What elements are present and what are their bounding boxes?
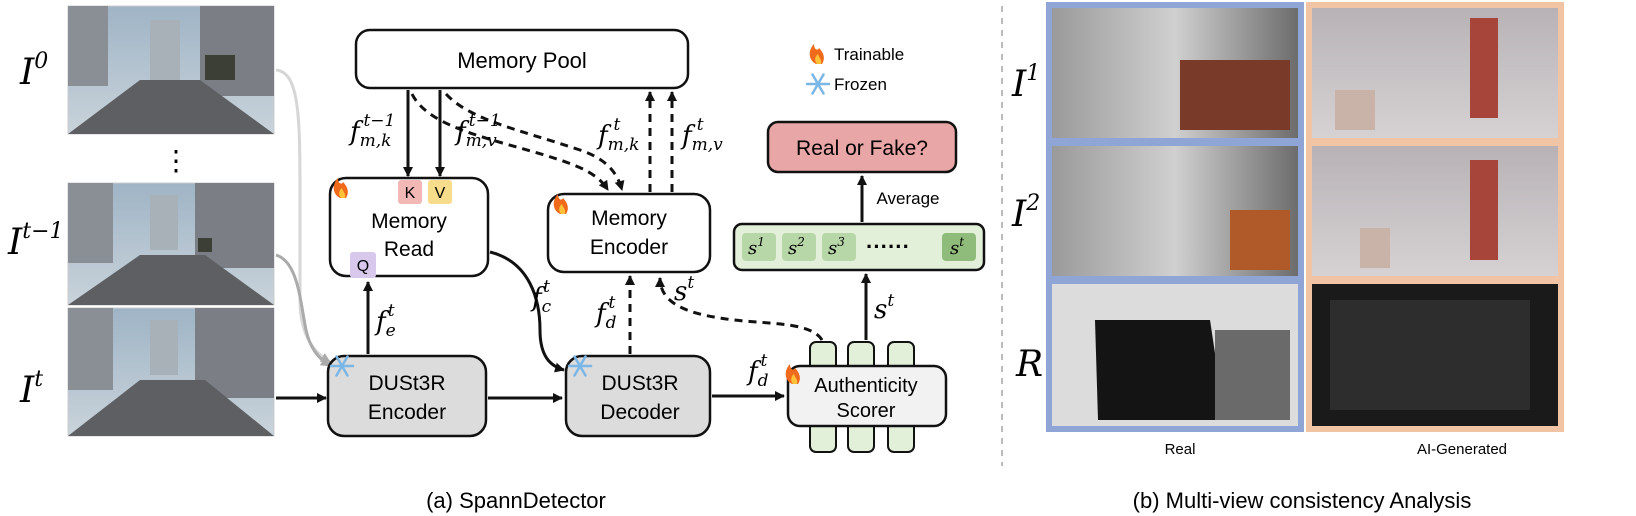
feature-fd-t-right: fdt — [746, 351, 769, 391]
snowflake-icon — [329, 355, 355, 377]
col-label-ai: AI-Generated — [1417, 441, 1507, 458]
memory-encoder-line1: Memory — [591, 207, 667, 230]
row-label-r: R — [1015, 344, 1043, 385]
snowflake-icon — [805, 73, 831, 95]
dust3r-encoder-line2: Encoder — [368, 401, 446, 424]
frame-i0-image — [67, 5, 275, 135]
panel-b-caption: (b) Multi-view consistency Analysis — [1133, 488, 1472, 513]
score-2: s2 — [788, 235, 805, 259]
fire-icon — [785, 364, 800, 384]
memory-read-q: Q — [357, 258, 369, 275]
average-label: Average — [876, 189, 939, 208]
feature-fd-t-up: fdt — [594, 293, 617, 333]
real-or-fake-box: Real or Fake? — [766, 120, 958, 174]
score-bar: s1 s2 s3 ······ st — [732, 222, 986, 272]
score-3: s3 — [828, 235, 845, 259]
snowflake-icon — [567, 355, 593, 377]
dust3r-decoder-box: DUSt3R Decoder — [564, 354, 712, 438]
score-t: st — [950, 235, 964, 259]
arrow-itm1-to-encoder — [275, 253, 331, 368]
real-column — [1046, 2, 1304, 432]
feature-st-up: st — [874, 291, 894, 325]
panel-a-caption: (a) SpannDetector — [426, 488, 606, 513]
feature-fmv-prev: fm,vt−1 — [454, 111, 501, 151]
legend: Trainable Frozen — [805, 44, 904, 95]
feature-fmk-t: fm,kt — [596, 115, 639, 155]
memory-pool-box: Memory Pool — [354, 28, 690, 90]
frame-itm1-image — [67, 182, 275, 306]
authenticity-scorer: Authenticity Scorer — [785, 341, 948, 453]
dust3r-decoder-line2: Decoder — [600, 401, 679, 424]
memory-encoder-line2: Encoder — [590, 236, 668, 259]
arrow-pool-to-memenc-k — [410, 93, 610, 191]
frame-dots: ⋮ — [162, 144, 190, 177]
dust3r-decoder-line1: DUSt3R — [601, 372, 678, 395]
row-label-i1: I1 — [1011, 61, 1040, 105]
feature-fc-t: fct — [530, 277, 552, 317]
frame-label-i0: I0 — [19, 49, 48, 93]
panel-b: I1 I2 R Real AI-Generated (b — [1011, 2, 1564, 513]
feature-fmk-prev: fm,kt−1 — [348, 111, 395, 151]
memory-encoder-box: Memory Encoder — [546, 192, 712, 274]
memory-read-line1: Memory — [371, 210, 447, 233]
arrow-pool-to-memenc-v — [444, 92, 625, 191]
legend-frozen: Frozen — [834, 75, 887, 94]
fire-icon — [333, 178, 348, 198]
legend-trainable: Trainable — [834, 45, 904, 64]
frame-it-image — [67, 307, 275, 437]
authenticity-scorer-line1: Authenticity — [814, 375, 917, 397]
memory-read-k: K — [405, 185, 416, 202]
fire-icon — [553, 194, 568, 214]
row-label-i2: I2 — [1011, 191, 1040, 235]
memory-read-line2: Read — [384, 238, 434, 261]
feature-fmv-t: fm,vt — [680, 115, 723, 155]
col-label-real: Real — [1165, 441, 1196, 458]
score-dots: ······ — [866, 234, 910, 259]
arrow-read-to-decoder — [489, 250, 565, 373]
fire-icon — [809, 44, 824, 64]
memory-read-box: K V Q Memory Read — [328, 176, 490, 278]
real-or-fake-label: Real or Fake? — [796, 137, 928, 160]
memory-pool-label: Memory Pool — [457, 48, 587, 73]
feature-fe-t: fet — [374, 301, 396, 341]
feature-st-dashed: st — [674, 273, 694, 307]
authenticity-scorer-line2: Scorer — [837, 400, 896, 422]
frame-label-it: It — [19, 367, 43, 411]
score-1: s1 — [748, 235, 765, 259]
dust3r-encoder-box: DUSt3R Encoder — [326, 354, 488, 438]
memory-read-v: V — [435, 185, 446, 202]
frame-label-itm1: It−1 — [7, 219, 64, 263]
ai-generated-column — [1306, 2, 1564, 432]
dust3r-encoder-line1: DUSt3R — [368, 372, 445, 395]
panel-a: I0 ⋮ It−1 It Memory Pool Trainable Froze… — [7, 5, 986, 513]
